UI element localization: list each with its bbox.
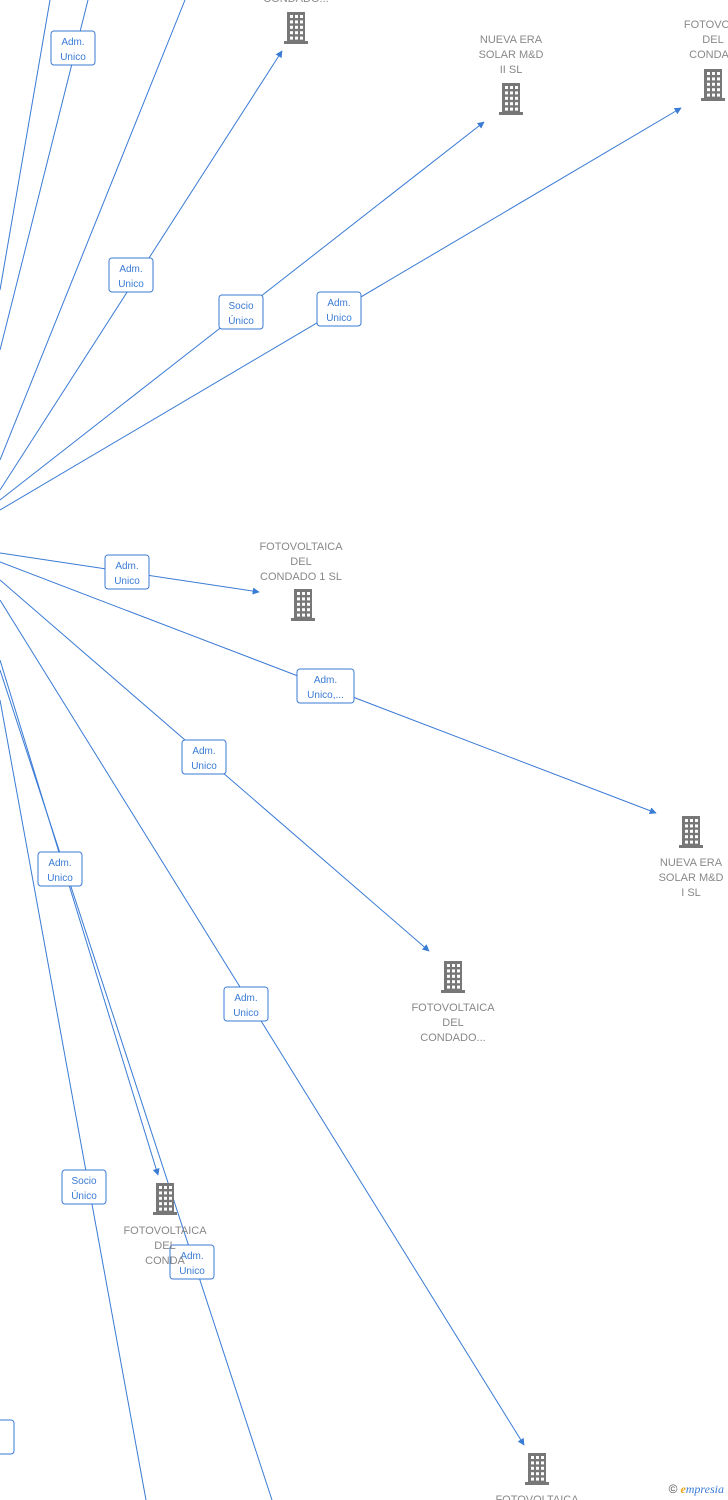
company-node[interactable]: CONDADO... bbox=[263, 0, 329, 44]
relation-box-frame bbox=[223, 986, 269, 1022]
relation-label-line: Socio bbox=[71, 1176, 96, 1187]
company-name-line: FOTOVOLTAICA bbox=[259, 541, 343, 553]
relation-box-frame bbox=[181, 739, 227, 775]
relation-box[interactable]: Adm. Unico,... bbox=[296, 668, 355, 704]
edge bbox=[0, 669, 273, 1500]
company-name-line: NUEVA ERA bbox=[660, 857, 723, 869]
relation-box-frame bbox=[296, 668, 355, 704]
relation-box[interactable]: Adm. Unico bbox=[316, 291, 362, 327]
relation-box[interactable]: Adm. Unico bbox=[181, 739, 227, 775]
building-icon bbox=[701, 69, 725, 101]
company-name-line: CONDA bbox=[145, 1255, 185, 1267]
relation-box[interactable]: Adm. Unico bbox=[169, 1244, 215, 1280]
edges bbox=[0, 0, 682, 1500]
building-icon bbox=[284, 12, 308, 44]
relation-label-line: Unico,... bbox=[307, 690, 344, 701]
relation-label-line: Adm. bbox=[61, 37, 84, 48]
relation-box-frame bbox=[61, 1169, 107, 1205]
relation-box[interactable]: Adm. Unico bbox=[223, 986, 269, 1022]
relation-label-line: Único bbox=[228, 314, 254, 327]
company-name-line: FOTOVOLTAICA bbox=[495, 1494, 579, 1500]
relation-box-frame bbox=[108, 257, 154, 293]
company-node[interactable]: FOTOVOLTAICA DEL CONDA bbox=[123, 1183, 207, 1267]
company-node[interactable]: NUEVA ERA SOLAR M&D I SL bbox=[659, 816, 724, 899]
building-icon bbox=[679, 816, 703, 848]
relation-box-frame bbox=[169, 1244, 215, 1280]
relation-label-line: Adm. bbox=[327, 298, 350, 309]
company-name-line: DEL bbox=[154, 1240, 175, 1252]
brand-initial: e bbox=[680, 1482, 686, 1496]
relation-box-frame bbox=[50, 30, 96, 66]
edge bbox=[0, 0, 51, 291]
company-name-line: NUEVA ERA bbox=[480, 34, 543, 46]
company-node[interactable]: FOTOVOLTAICA DEL CONDADO... bbox=[411, 961, 495, 1044]
brand-footer: © empresia bbox=[669, 1482, 724, 1497]
company-name-line: CONDADO... bbox=[420, 1032, 485, 1044]
relation-label-line: Adm. bbox=[119, 264, 142, 275]
company-name-line: CONDAD bbox=[689, 49, 728, 61]
company-name-line: CONDADO... bbox=[263, 0, 328, 5]
company-name-line: DEL bbox=[290, 556, 311, 568]
relation-label-line: Socio bbox=[228, 301, 253, 312]
relation-labels: Adm.UnicoAdm.UnicoSocioÚnicoAdm.UnicoAdm… bbox=[0, 30, 362, 1455]
company-node[interactable]: NUEVA ERA SOLAR M&D II SL bbox=[479, 34, 544, 115]
relation-label-line: Adm. bbox=[192, 746, 215, 757]
building-icon bbox=[441, 961, 465, 993]
building-icon bbox=[525, 1453, 549, 1485]
relation-label-line: Adm. bbox=[48, 858, 71, 869]
brand-name[interactable]: mpresia bbox=[685, 1482, 724, 1496]
edge bbox=[0, 0, 186, 461]
company-name-line: II SL bbox=[500, 64, 523, 76]
relation-box-frame bbox=[37, 851, 83, 887]
company-name-line: FOTOVOLTAICA bbox=[411, 1002, 495, 1014]
relation-box-frame bbox=[0, 1419, 15, 1455]
building-icon bbox=[499, 83, 523, 115]
relation-label-line: Unico bbox=[60, 52, 86, 63]
relation-box-frame bbox=[104, 554, 150, 590]
copyright-symbol: © bbox=[668, 1482, 678, 1496]
relation-box-frame bbox=[316, 291, 362, 327]
relation-label-line: Adm. bbox=[314, 675, 337, 686]
relation-label-line: Unico bbox=[326, 313, 352, 324]
company-nodes: CONDADO... NUEVA ERA SOLAR M&D II SL FOTOVOL… bbox=[123, 0, 728, 1500]
company-node[interactable]: FOTOVOLT DEL CONDAD bbox=[684, 19, 728, 101]
company-node[interactable]: FOTOVOLTAICA bbox=[495, 1453, 579, 1500]
relation-box[interactable]: Adm. Unico bbox=[50, 30, 96, 66]
relation-box[interactable]: Adm. Unico bbox=[37, 851, 83, 887]
relation-label-line: Unico bbox=[191, 761, 217, 772]
company-name-line: SOLAR M&D bbox=[659, 872, 724, 884]
building-icon bbox=[153, 1183, 177, 1215]
company-name-line: I SL bbox=[681, 887, 701, 899]
company-name-line: FOTOVOLTAICA bbox=[123, 1225, 207, 1237]
relation-label-line: Unico bbox=[114, 576, 140, 587]
edge bbox=[0, 699, 147, 1500]
edge bbox=[0, 599, 525, 1446]
company-name-line: DEL bbox=[442, 1017, 463, 1029]
relation-label-line: Unico bbox=[47, 873, 73, 884]
relation-label-line: Único bbox=[71, 1189, 97, 1202]
relation-box[interactable]: .o bbox=[0, 1419, 15, 1455]
relation-label-line: Adm. bbox=[115, 561, 138, 572]
company-name-line: SOLAR M&D bbox=[479, 49, 544, 61]
relation-label-line: Unico bbox=[179, 1266, 205, 1277]
edge bbox=[0, 659, 160, 1176]
company-name-line: DEL bbox=[702, 34, 723, 46]
relation-box[interactable]: Adm. Unico bbox=[104, 554, 150, 590]
company-name-line: CONDADO 1 SL bbox=[260, 571, 342, 583]
relation-label-line: Unico bbox=[233, 1008, 259, 1019]
relation-label-line: Unico bbox=[118, 279, 144, 290]
relation-label-line: Adm. bbox=[234, 993, 257, 1004]
company-node[interactable]: FOTOVOLTAICA DEL CONDADO 1 SL bbox=[259, 541, 343, 621]
relation-box[interactable]: Adm. Unico bbox=[108, 257, 154, 293]
relation-box-frame bbox=[218, 294, 264, 330]
company-name-line: FOTOVOLT bbox=[684, 19, 728, 31]
relation-label-line: Adm. bbox=[180, 1251, 203, 1262]
building-icon bbox=[291, 589, 315, 621]
